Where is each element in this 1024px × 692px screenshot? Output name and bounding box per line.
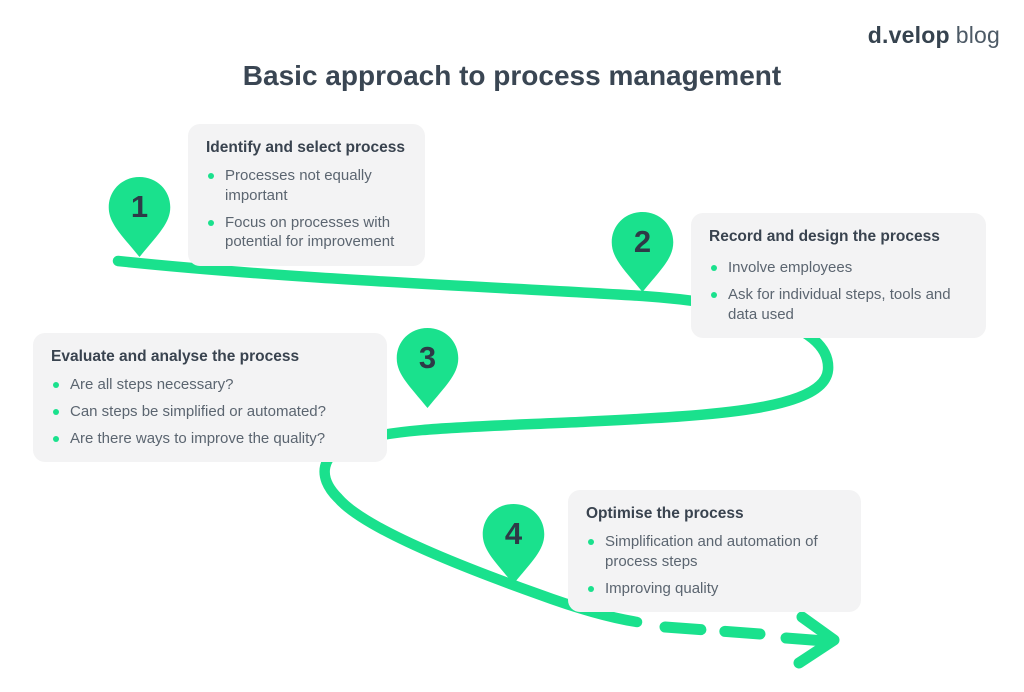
step-1-title: Identify and select process <box>206 139 405 156</box>
bullet-item: Simplification and automation of process… <box>586 532 843 572</box>
bullet-item: Processes not equally important <box>206 166 407 206</box>
map-pin-icon <box>108 177 171 257</box>
map-pin-icon <box>611 212 674 292</box>
step-2-title: Record and design the process <box>709 228 940 245</box>
arrow-shaft <box>780 632 831 647</box>
step-1-number: 1 <box>130 189 149 224</box>
step-4-pin: 4 <box>481 504 546 584</box>
step-4-number: 4 <box>504 516 523 551</box>
bullet-item: Improving quality <box>586 579 843 599</box>
step-2-number: 2 <box>633 224 652 259</box>
step-1-pin: 1 <box>107 177 172 257</box>
step-2-bullets: Involve employees Ask for individual ste… <box>709 258 968 324</box>
step-4-bullets: Simplification and automation of process… <box>586 532 843 598</box>
bullet-item: Focus on processes with potential for im… <box>206 213 407 253</box>
logo-brand: d.velop <box>867 22 950 48</box>
step-3-title: Evaluate and analyse the process <box>51 348 300 365</box>
step-1-card: Identify and select process Processes no… <box>188 124 425 267</box>
step-4-card: Optimise the process Simplification and … <box>568 490 861 613</box>
step-3-bullets: Are all steps necessary? Can steps be si… <box>51 375 369 448</box>
step-2-card: Record and design the process Involve em… <box>691 213 986 339</box>
step-2-pin: 2 <box>610 212 675 292</box>
path-dashed-segment <box>659 621 766 640</box>
logo-suffix: blog <box>955 22 1000 48</box>
bullet-item: Can steps be simplified or automated? <box>51 402 369 422</box>
page-title: Basic approach to process management <box>242 60 782 91</box>
map-pin-icon <box>482 504 545 584</box>
step-1-bullets: Processes not equally important Focus on… <box>206 166 407 252</box>
step-4-title: Optimise the process <box>586 505 744 522</box>
step-3-card: Evaluate and analyse the process Are all… <box>33 333 387 463</box>
step-3-number: 3 <box>418 340 437 375</box>
bullet-item: Are there ways to improve the quality? <box>51 429 369 449</box>
bullet-item: Are all steps necessary? <box>51 375 369 395</box>
map-pin-icon <box>396 328 459 408</box>
step-3-pin: 3 <box>395 328 460 408</box>
arrow-head-icon <box>793 611 840 669</box>
bullet-item: Involve employees <box>709 258 968 278</box>
path-solid-curve <box>112 255 834 628</box>
bullet-item: Ask for individual steps, tools and data… <box>709 285 968 325</box>
